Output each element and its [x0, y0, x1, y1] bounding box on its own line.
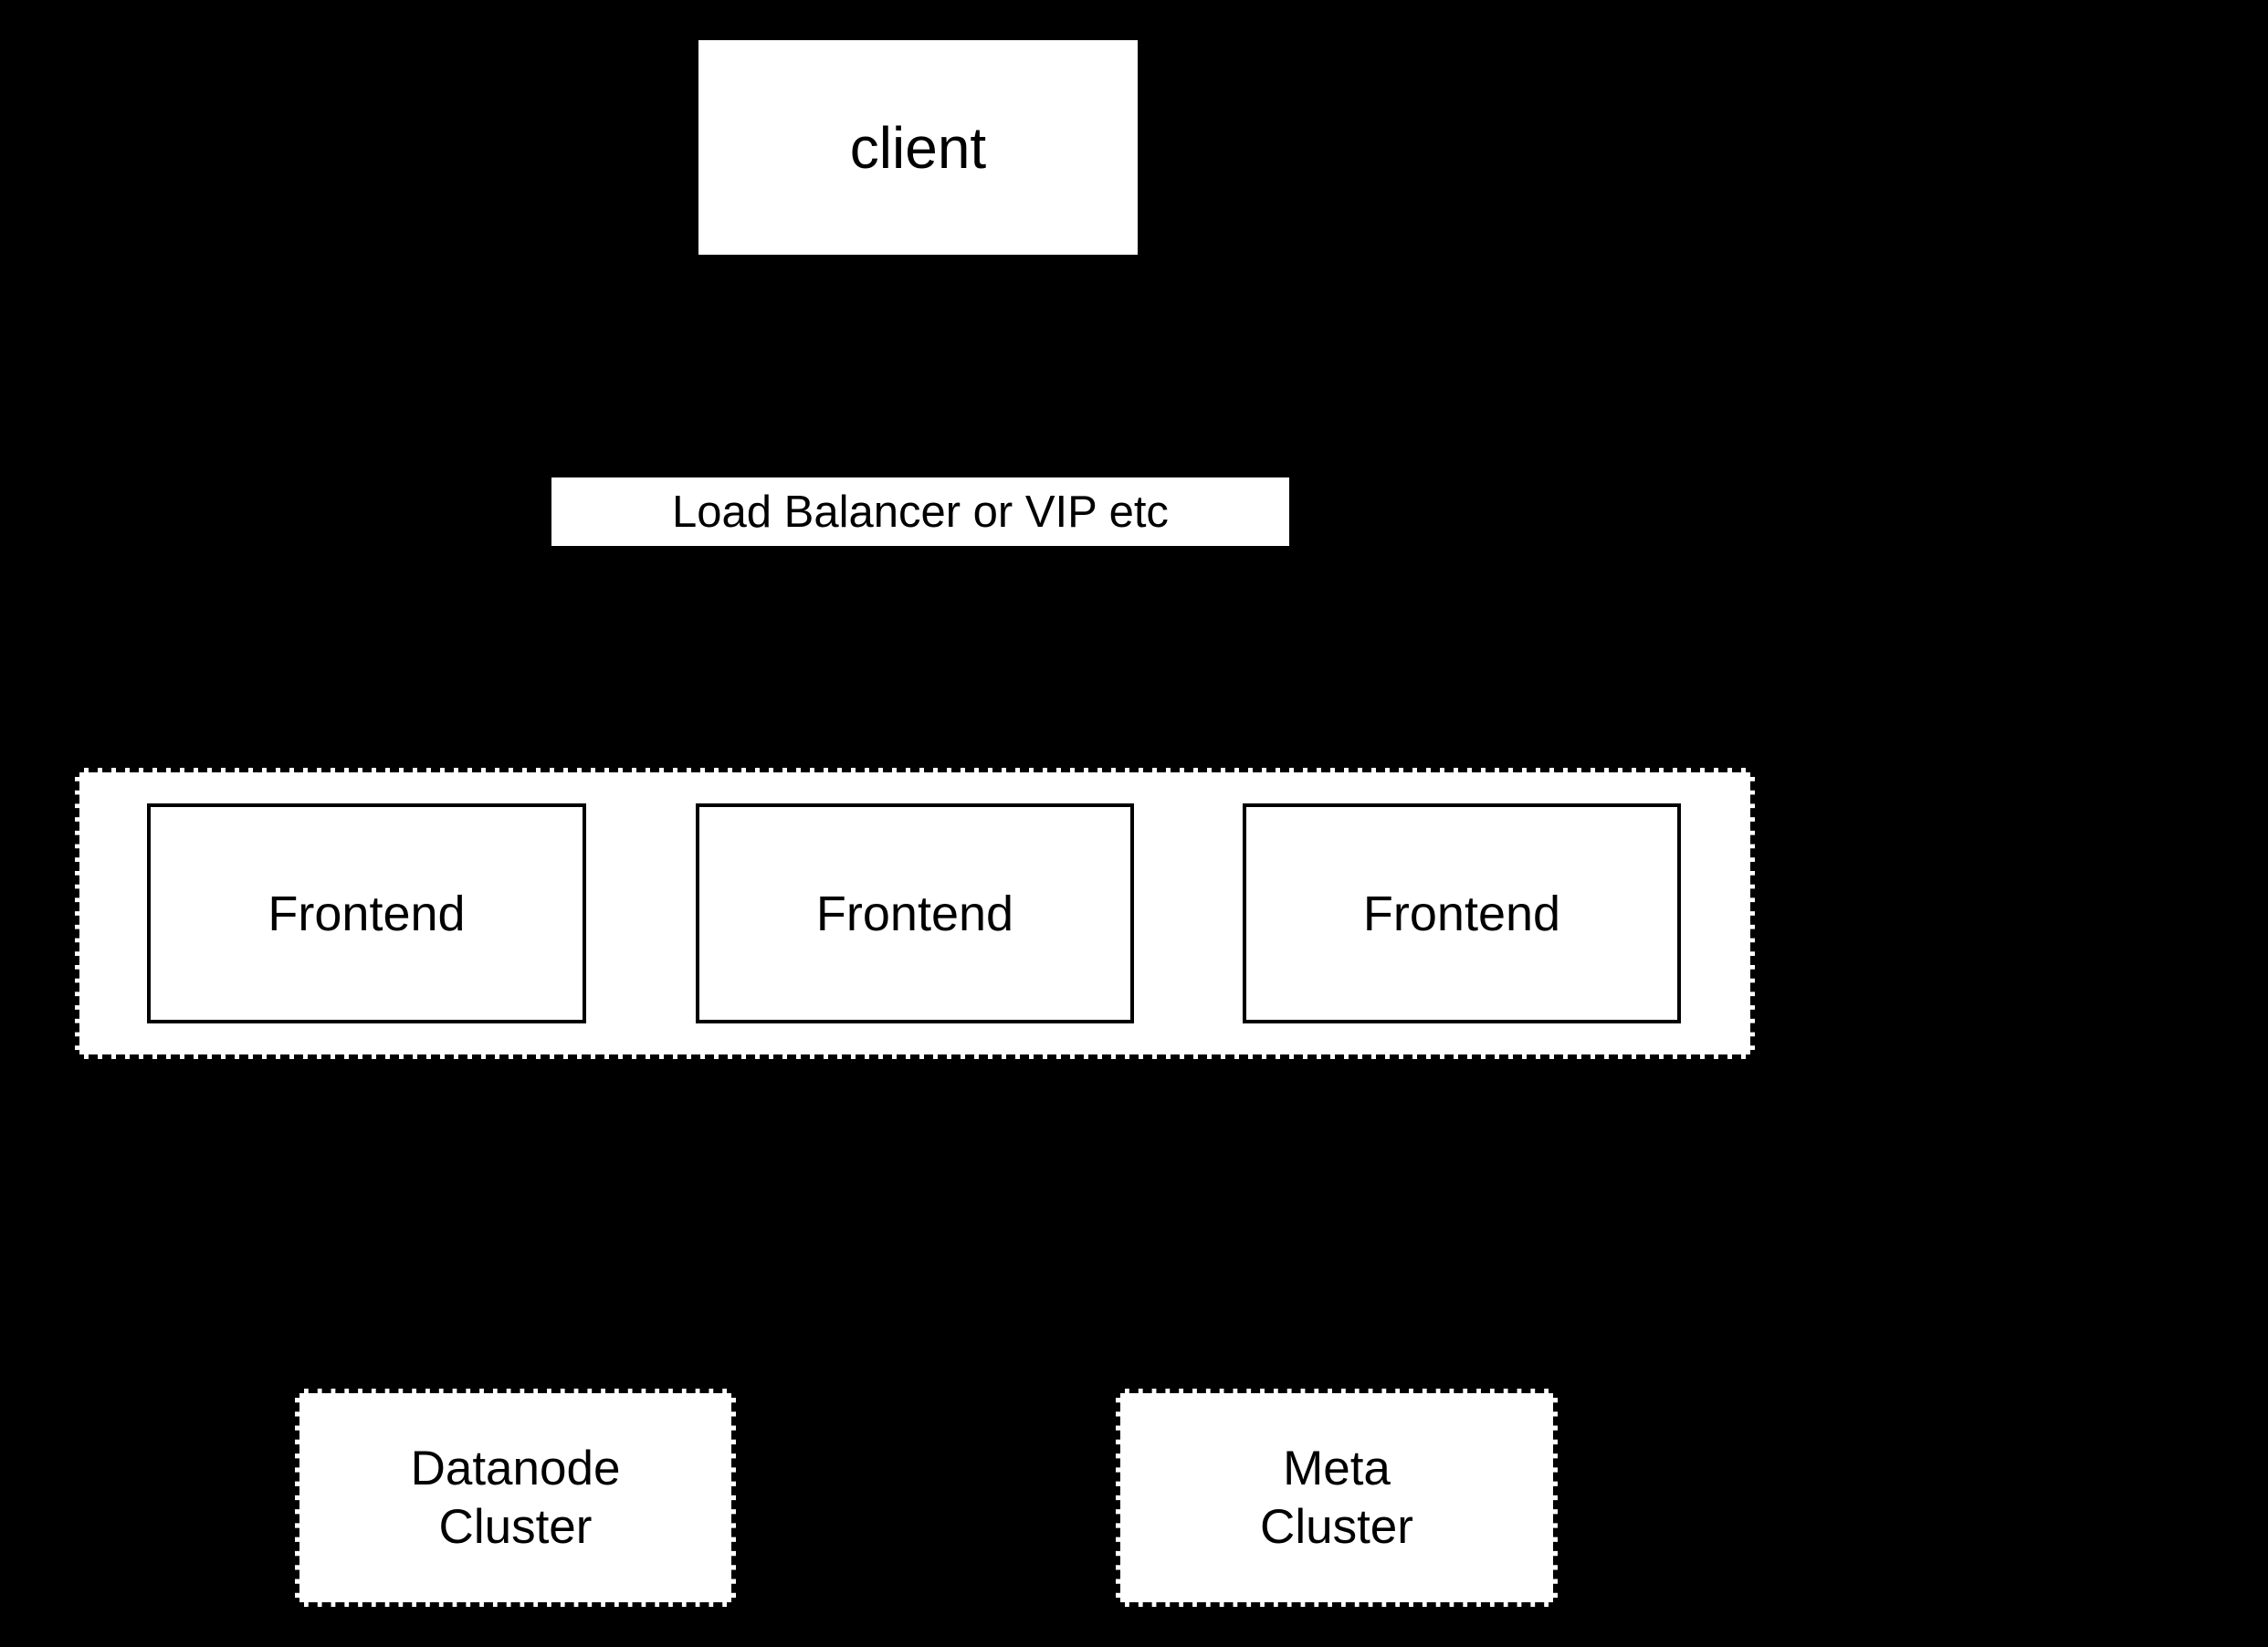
frontend-box-1: Frontend	[147, 803, 586, 1023]
datanode-cluster-box: Datanode Cluster	[295, 1389, 736, 1607]
meta-cluster-box: Meta Cluster	[1116, 1389, 1558, 1607]
frontend-label-1: Frontend	[268, 886, 466, 941]
meta-cluster-label-line1: Meta	[1283, 1441, 1391, 1495]
load-balancer-label: Load Balancer or VIP etc	[672, 487, 1169, 537]
frontend-box-3: Frontend	[1243, 803, 1681, 1023]
load-balancer-box: Load Balancer or VIP etc	[551, 477, 1289, 546]
frontend-box-2: Frontend	[696, 803, 1134, 1023]
client-box: client	[698, 40, 1138, 255]
frontend-label-2: Frontend	[815, 886, 1014, 941]
meta-cluster-label-line2: Cluster	[1260, 1499, 1413, 1554]
datanode-cluster-label-line1: Datanode	[410, 1441, 621, 1495]
frontend-label-3: Frontend	[1362, 886, 1561, 941]
datanode-cluster-label-line2: Cluster	[438, 1499, 593, 1554]
client-label: client	[849, 114, 987, 181]
